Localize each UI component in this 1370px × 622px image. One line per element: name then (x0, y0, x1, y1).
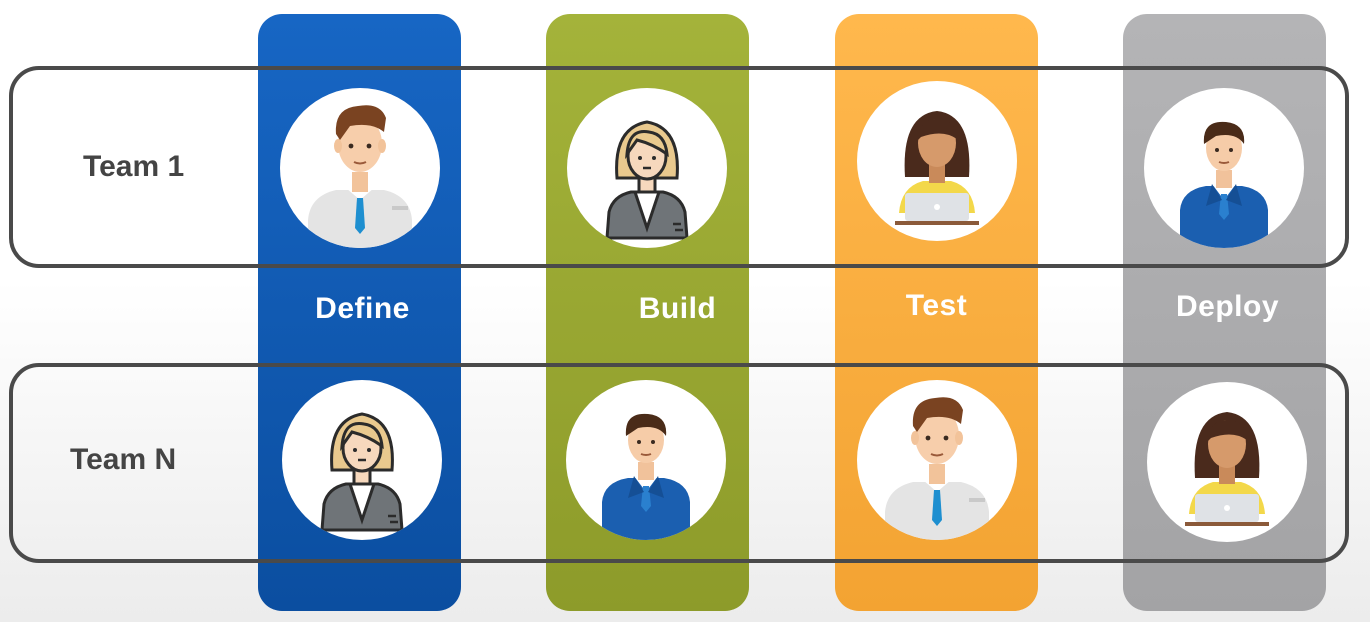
man-shirt-tie-icon (280, 88, 440, 248)
team-label-n: Team N (70, 443, 177, 476)
woman-laptop-icon (857, 81, 1017, 241)
stage-label-define: Define (315, 292, 410, 325)
stage-label-build: Build (638, 292, 717, 325)
woman-blazer-icon (282, 380, 442, 540)
stage-label-deploy: Deploy (1175, 290, 1280, 323)
woman-blazer-icon (567, 88, 727, 248)
woman-laptop-icon (1147, 382, 1307, 542)
man-suit-icon (566, 380, 726, 540)
stage-label-test: Test (905, 289, 968, 322)
team-row-n (9, 363, 1349, 563)
man-suit-icon (1144, 88, 1304, 248)
man-shirt-tie-icon (857, 380, 1017, 540)
team-label-1: Team 1 (83, 150, 185, 183)
team-row-1 (9, 66, 1349, 268)
